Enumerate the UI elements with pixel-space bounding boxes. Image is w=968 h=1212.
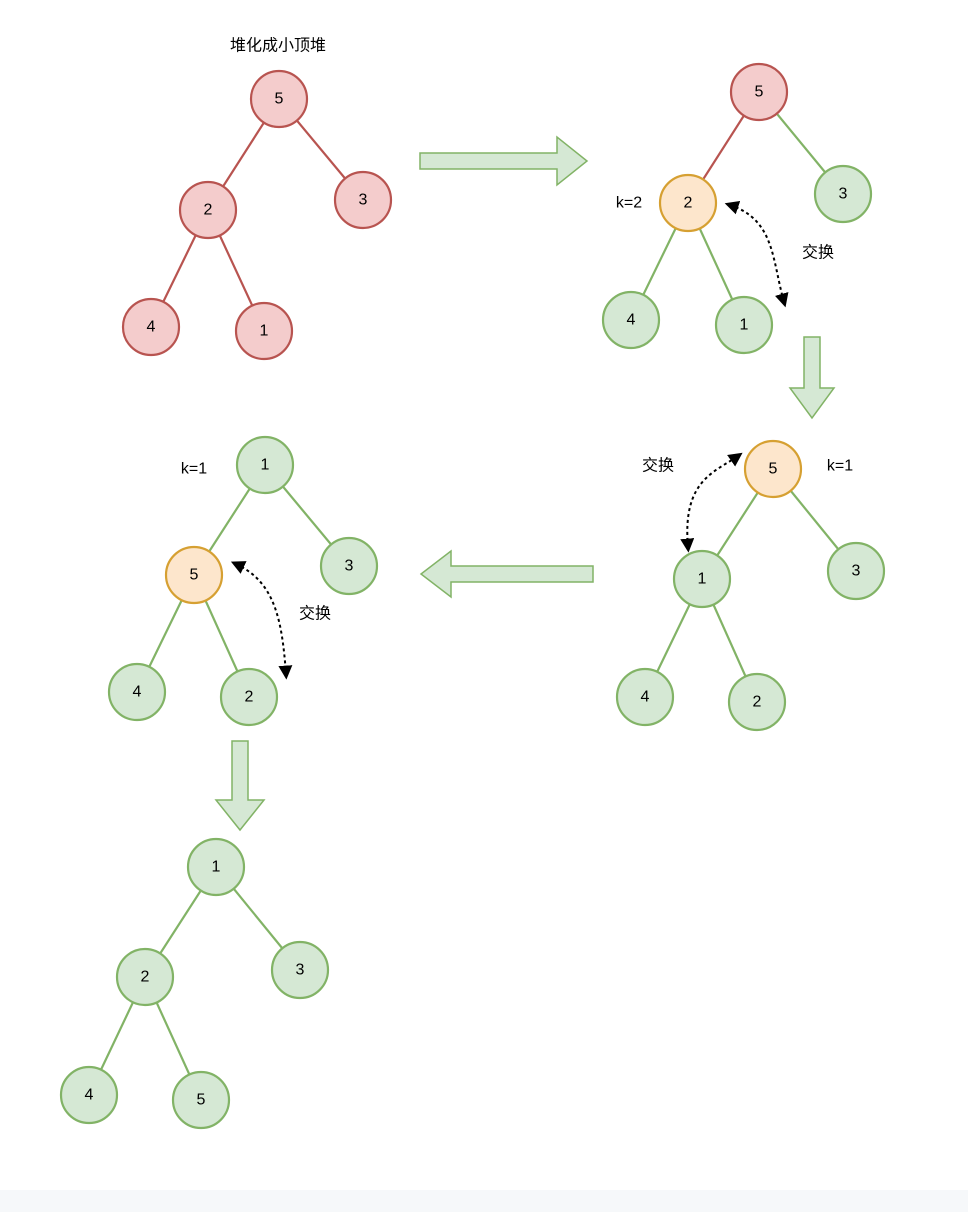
heap-node: 1 — [186, 837, 246, 897]
node-circle — [164, 545, 224, 605]
heap-node: 5 — [171, 1070, 231, 1130]
swap-arrow — [230, 561, 293, 680]
node-label: 2 — [141, 969, 150, 986]
heap-node: 3 — [333, 170, 393, 230]
heap-node: 3 — [826, 541, 886, 601]
node-circle — [743, 439, 803, 499]
flow-arrows — [214, 135, 836, 832]
node-circle — [826, 541, 886, 601]
node-label: 4 — [85, 1087, 94, 1104]
node-circle — [234, 301, 294, 361]
tree-step-3: 5 1 3 4 2 k=1 交换 — [615, 439, 886, 732]
node-label: 2 — [753, 694, 762, 711]
node-label: 1 — [260, 323, 269, 340]
node-circle — [601, 290, 661, 350]
heap-node: 4 — [615, 667, 675, 727]
node-label: 5 — [190, 567, 199, 584]
heap-node: 1 — [234, 301, 294, 361]
heap-node: 5 — [743, 439, 803, 499]
node-circle — [235, 435, 295, 495]
flow-arrow-right — [419, 135, 589, 187]
footer-strip — [0, 1190, 968, 1212]
heap-node: 2 — [115, 947, 175, 1007]
swap-label: 交换 — [802, 244, 834, 262]
node-label: 3 — [852, 563, 861, 580]
node-label: 1 — [698, 571, 707, 588]
node-label: 4 — [627, 312, 636, 329]
node-circle — [59, 1065, 119, 1125]
tree-step-5: 1 2 3 4 5 — [59, 837, 330, 1130]
tree-step-2: 5 2 3 4 1 k=2 交换 — [601, 62, 873, 355]
node-label: 4 — [147, 319, 156, 336]
swap-label: 交换 — [642, 457, 674, 475]
heap-node: 1 — [235, 435, 295, 495]
flow-arrow-down-1 — [788, 336, 836, 420]
diagram-title: 堆化成小顶堆 — [230, 37, 326, 55]
node-label: 3 — [345, 558, 354, 575]
flow-arrow-left — [419, 549, 594, 599]
node-label: 1 — [261, 457, 270, 474]
swap-arrow — [724, 201, 789, 308]
heap-node: 1 — [714, 295, 774, 355]
node-label: 5 — [755, 84, 764, 101]
heap-node: 2 — [219, 667, 279, 727]
node-circle — [121, 297, 181, 357]
heap-node: 3 — [270, 940, 330, 1000]
node-label: 5 — [769, 461, 778, 478]
node-label: 2 — [204, 202, 213, 219]
node-label: 2 — [684, 195, 693, 212]
node-circle — [729, 62, 789, 122]
node-circle — [615, 667, 675, 727]
node-circle — [319, 536, 379, 596]
node-label: 4 — [133, 684, 142, 701]
node-circle — [171, 1070, 231, 1130]
heap-node: 2 — [727, 672, 787, 732]
node-circle — [249, 69, 309, 129]
heap-node: 4 — [601, 290, 661, 350]
heap-node: 5 — [249, 69, 309, 129]
node-label: 4 — [641, 689, 650, 706]
node-label: 3 — [839, 186, 848, 203]
k-label: k=1 — [827, 458, 853, 475]
node-label: 3 — [296, 962, 305, 979]
heap-node: 3 — [813, 164, 873, 224]
tree-step-4: 1 5 3 4 2 k=1 交换 — [107, 435, 379, 727]
heap-node: 2 — [658, 173, 718, 233]
k-label: k=2 — [616, 195, 642, 212]
heap-node: 5 — [164, 545, 224, 605]
node-circle — [107, 662, 167, 722]
heap-node: 1 — [672, 549, 732, 609]
k-label: k=1 — [181, 461, 207, 478]
heap-node: 4 — [107, 662, 167, 722]
node-circle — [658, 173, 718, 233]
node-circle — [115, 947, 175, 1007]
swap-label: 交换 — [299, 605, 331, 623]
tree-step-1: 5 2 3 4 1 — [121, 69, 393, 361]
heap-node: 4 — [59, 1065, 119, 1125]
node-label: 5 — [197, 1092, 206, 1109]
flow-arrow-down-2 — [214, 740, 266, 832]
node-circle — [333, 170, 393, 230]
heap-node: 3 — [319, 536, 379, 596]
node-label: 1 — [212, 859, 221, 876]
heap-node: 2 — [178, 180, 238, 240]
node-label: 2 — [245, 689, 254, 706]
node-circle — [727, 672, 787, 732]
node-label: 3 — [359, 192, 368, 209]
node-label: 1 — [740, 317, 749, 334]
heap-node: 5 — [729, 62, 789, 122]
node-circle — [178, 180, 238, 240]
node-label: 5 — [275, 91, 284, 108]
node-circle — [813, 164, 873, 224]
swap-arrow — [680, 452, 743, 553]
node-circle — [270, 940, 330, 1000]
node-circle — [186, 837, 246, 897]
heap-node: 4 — [121, 297, 181, 357]
